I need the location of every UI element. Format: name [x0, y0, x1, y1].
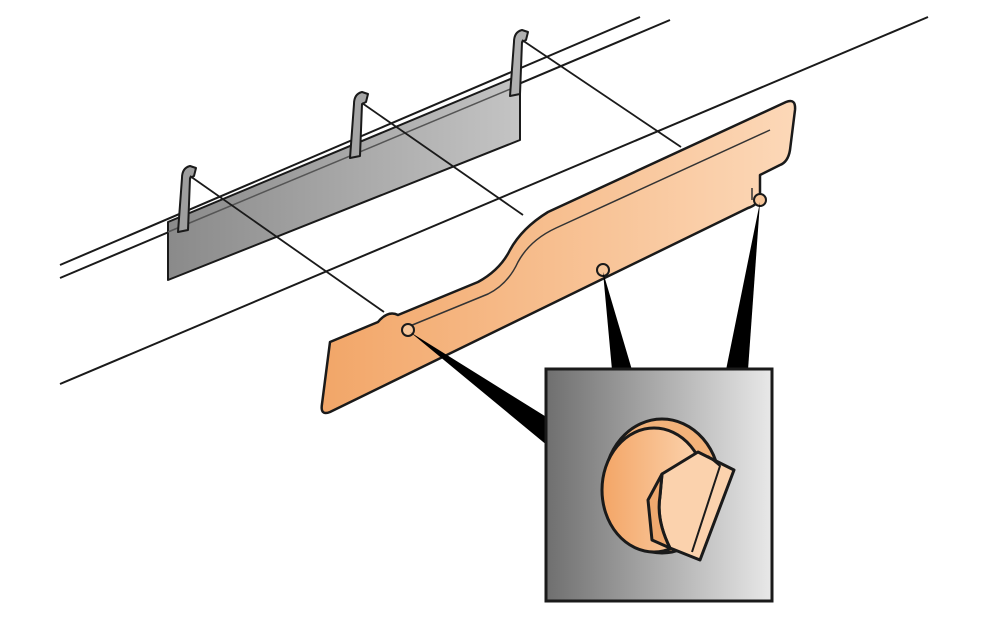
assembly-leader-lines [189, 39, 682, 313]
leader-line-right [521, 39, 682, 148]
pin-middle [596, 263, 610, 277]
pin-right [753, 193, 767, 207]
twist-lock-pin-detail [544, 367, 774, 603]
rail-lower [59, 16, 929, 385]
bracket-tab-right [509, 29, 529, 97]
pin-tab-ridge [691, 455, 721, 553]
callout-wedges [410, 202, 760, 446]
rail-upper-1 [59, 16, 641, 266]
bracket-tab-left [177, 165, 197, 233]
pin-twist-tab-side [646, 472, 672, 550]
pin-left [401, 323, 415, 337]
callout-wedge-right [726, 202, 760, 370]
callout-wedge-middle [603, 272, 632, 370]
leader-line-left [189, 175, 385, 313]
plate-emboss-line [404, 129, 771, 329]
plate-pins [401, 193, 767, 337]
leader-line-middle [361, 102, 524, 216]
bracket-tab-middle [349, 91, 369, 159]
callout-wedge-left [410, 332, 548, 446]
orange-guide-plate [320, 99, 797, 415]
plate-body [320, 99, 797, 415]
pin-detail-illustration [600, 417, 736, 562]
bracket-body [167, 74, 521, 281]
gray-mounting-bracket [167, 29, 529, 281]
bracket-top-edge [167, 84, 521, 233]
